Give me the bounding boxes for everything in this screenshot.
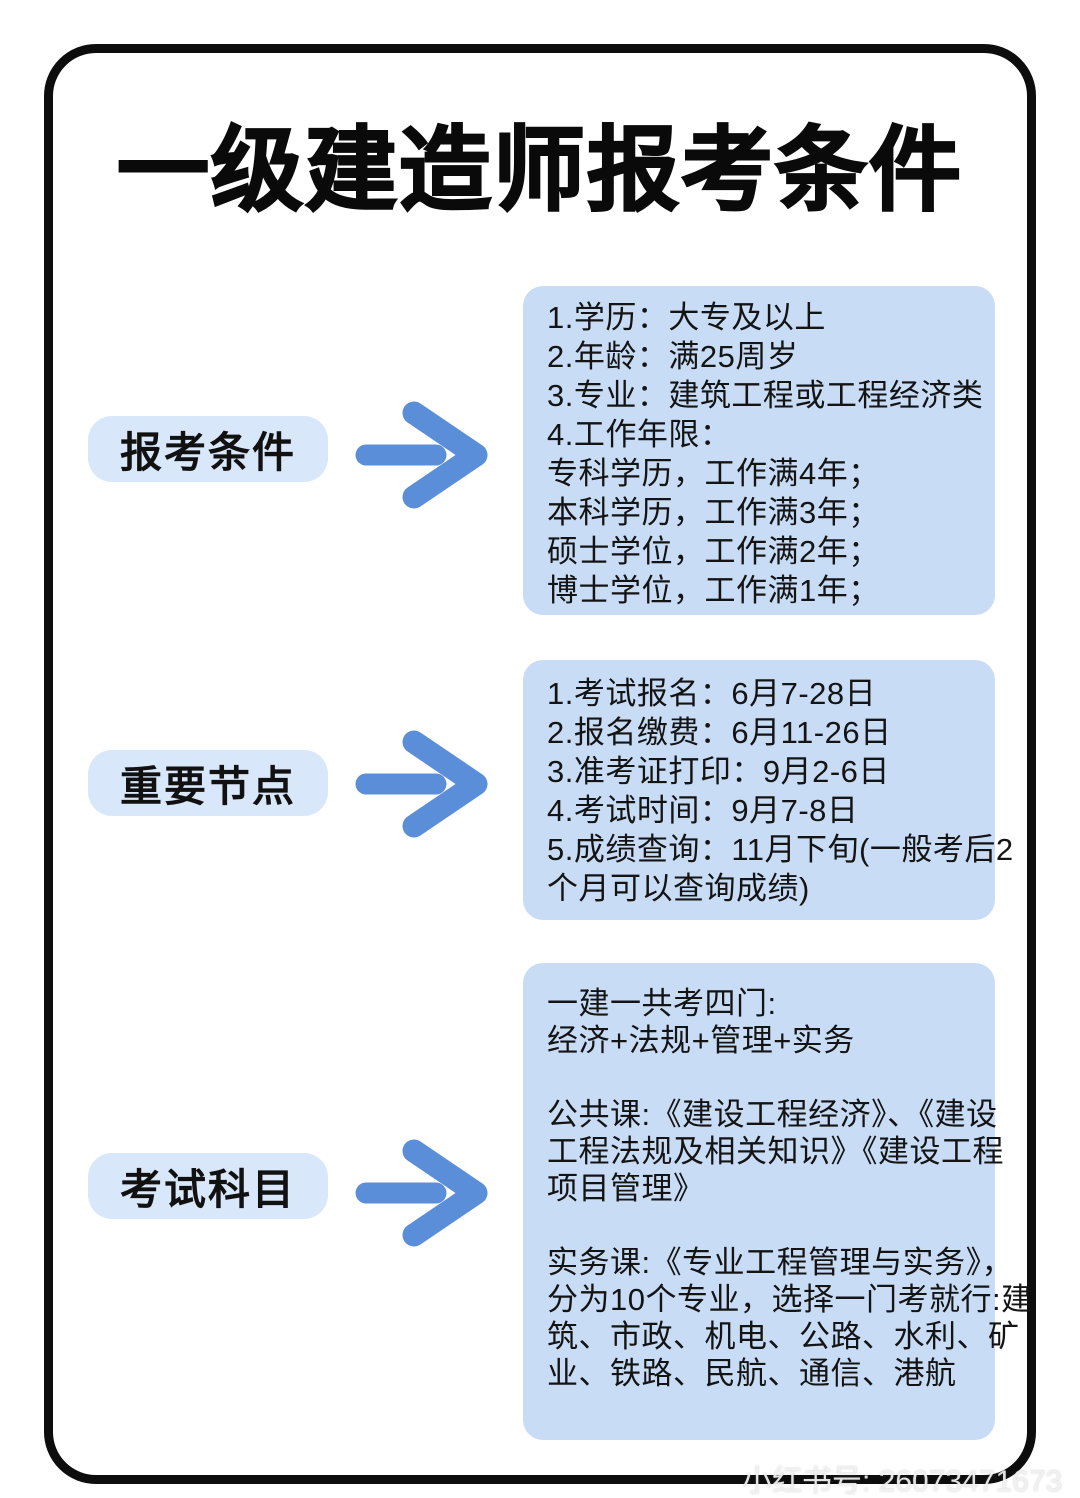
text-line: 经济+法规+管理+实务 <box>547 1023 855 1058</box>
section-pill-registration-requirements: 报考条件 <box>88 416 328 482</box>
info-box-exam-subjects: 一建一共考四门:经济+法规+管理+实务公共课:《建设工程经济》、《建设工程法规及… <box>523 963 1033 1440</box>
page-title: 一级建造师报考条件 <box>116 119 963 223</box>
section-label: 报考条件 <box>119 428 296 476</box>
text-line <box>547 1207 975 1244</box>
text-line: 1.考试报名：6月7-28日 <box>547 676 877 711</box>
section-pill-exam-subjects: 考试科目 <box>88 1153 328 1219</box>
text-line: 一建一共考四门: <box>547 986 777 1021</box>
text-line: 公共课:《建设工程经济》、《建设 <box>547 1097 998 1132</box>
text-line: 本科学历，工作满3年； <box>547 495 880 530</box>
text-line: 硕士学位，工作满2年； <box>547 534 880 569</box>
text-line: 实务课:《专业工程管理与实务》， <box>547 1245 1014 1280</box>
right-arrow-icon <box>355 730 488 838</box>
text-line: 1.学历：大专及以上 <box>547 300 826 335</box>
text-line: 3.专业：建筑工程或工程经济类 <box>547 378 984 413</box>
text-line: 2.报名缴费：6月11-26日 <box>547 715 892 750</box>
text-line: 业、铁路、民航、通信、港航 <box>547 1356 957 1391</box>
section-pill-key-dates: 重要节点 <box>88 750 328 816</box>
text-line: 专科学历，工作满4年； <box>547 456 880 491</box>
text-line: 4.考试时间：9月7-8日 <box>547 793 859 828</box>
watermark-xiaohongshu-id: 小红书号: 26073471673 <box>742 1465 1063 1498</box>
right-arrow-icon <box>355 1139 488 1247</box>
text-line: 项目管理》 <box>547 1171 705 1206</box>
section-label: 考试科目 <box>119 1165 296 1213</box>
text-line: 4.工作年限： <box>547 417 732 452</box>
right-arrow-icon <box>355 401 488 509</box>
text-line <box>547 1059 975 1096</box>
info-box-key-dates: 1.考试报名：6月7-28日 2.报名缴费：6月11-26日 3.准考证打印：9月2… <box>523 660 1014 920</box>
section-label: 重要节点 <box>119 762 296 810</box>
text-line: 3.准考证打印：9月2-6日 <box>547 754 890 789</box>
text-line: 筑、市政、机电、公路、水利、矿 <box>547 1319 1020 1354</box>
info-box-registration-requirements: 1.学历：大专及以上 2.年龄：满25周岁 3.专业：建筑工程或工程经济类 4.工作年… <box>523 286 995 615</box>
text-line: 博士学位，工作满1年； <box>547 573 880 608</box>
border-frame <box>44 44 1036 1484</box>
text-line: 分为10个专业，选择一门考就行:建 <box>547 1282 1033 1317</box>
text-line: 工程法规及相关知识》《建设工程 <box>547 1134 1004 1169</box>
text-line: 5.成绩查询：11月下旬(一般考后2 <box>547 832 1014 867</box>
text-line: 个月可以查询成绩) <box>547 871 810 906</box>
text-line: 2.年龄：满25周岁 <box>547 339 799 374</box>
